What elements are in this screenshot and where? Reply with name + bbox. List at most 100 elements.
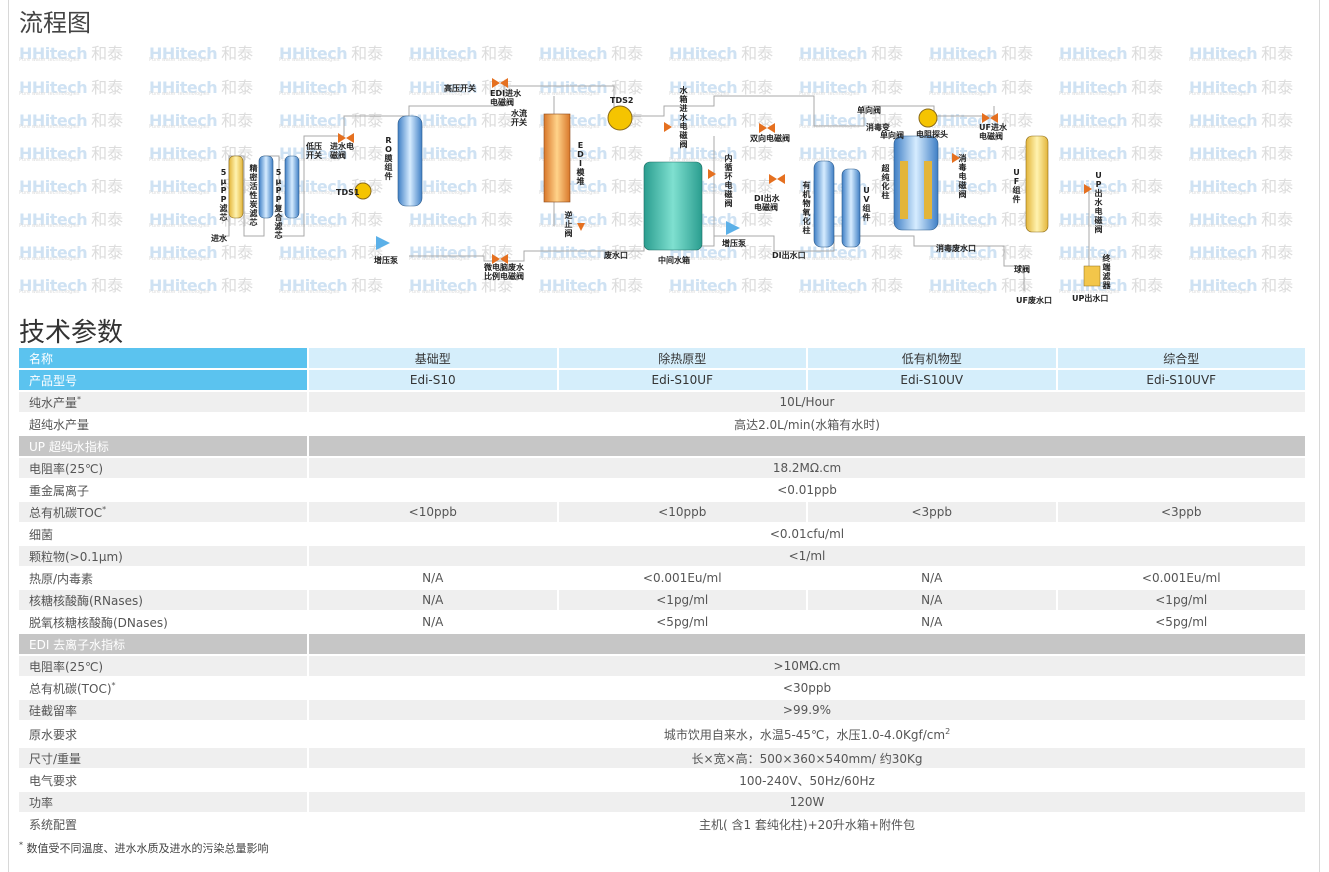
row-value: <3ppb	[808, 502, 1056, 522]
row-value: <0.001Eu/ml	[1057, 568, 1305, 588]
diagram-label-dianyakaiguan: 高压开关	[444, 84, 476, 93]
row-label: 细菌	[19, 524, 307, 544]
diagram-label-di_chushui1: DI出水	[754, 194, 780, 203]
row-value: 高达2.0L/min(水箱有水时)	[309, 414, 1305, 434]
diagram-vlabel-uf: UF组件	[1012, 168, 1021, 204]
carbon-filter-cartridge	[258, 155, 274, 219]
row-value: <3ppb	[1057, 502, 1305, 522]
ro-membrane-vessel	[397, 115, 423, 207]
row-label-text: 核糖核酸酶(RNases)	[29, 593, 143, 608]
diagram-label-zhongjian: 中间水箱	[658, 256, 690, 265]
tds1-meter	[354, 182, 372, 200]
row-value: <10ppb	[558, 502, 806, 522]
model-cell: Edi-S10UV	[808, 370, 1056, 390]
row-value: <0.01cfu/ml	[309, 524, 1305, 544]
row-value: <1pg/ml	[558, 590, 806, 610]
type-cell: 基础型	[309, 348, 557, 368]
row-value: N/A	[309, 568, 557, 588]
row-label: 总有机碳(TOC)*	[19, 678, 307, 698]
diagram-label-qiufa: 球阀	[1014, 265, 1030, 274]
booster-pump-1-symbol	[376, 236, 390, 250]
diagram-label-feishuikou1: 废水口	[604, 251, 628, 260]
diagram-label-uf_feishui: UF废水口	[1016, 296, 1052, 304]
row-label: 功率	[19, 792, 307, 812]
row-value-sup: 2	[945, 726, 951, 736]
row-label-text: 超纯水产量	[29, 417, 90, 432]
model-cell: Edi-S10UF	[558, 370, 806, 390]
diagram-label-jinshui: 进水	[211, 234, 227, 243]
row-value: N/A	[309, 612, 557, 632]
row-label-text: 电阻率(25℃)	[29, 461, 104, 476]
row-value: <0.001Eu/ml	[558, 568, 806, 588]
row-value: N/A	[309, 590, 557, 610]
row-label: 超纯水产量	[19, 414, 307, 434]
diagram-label-shuiliu2: 开关	[511, 118, 527, 127]
diagram-label-edi_jinshui2: 电磁阀	[490, 98, 514, 107]
row-value: <1pg/ml	[1057, 590, 1305, 610]
row-label-star: *	[102, 504, 107, 514]
diagram-label-diya1: 低压	[306, 142, 322, 151]
diagram-label-tds2: TDS2	[610, 96, 634, 105]
diagram-vlabel-shuixiang: 水箱进水电磁阀	[679, 86, 688, 149]
diagram-label-tds1: TDS1	[336, 188, 360, 197]
diagram-vlabel-nizhi: 逆止阀	[564, 211, 573, 238]
row-label-text: 总有机碳(TOC)	[29, 681, 112, 696]
row-label-text: 细菌	[29, 527, 54, 542]
solenoid-valves	[338, 78, 1092, 264]
row-label: 核糖核酸酶(RNases)	[19, 590, 307, 610]
page-frame	[8, 0, 1320, 872]
row-label-text: 系统配置	[29, 817, 78, 832]
row-value: <5pg/ml	[558, 612, 806, 632]
diagram-label-zengyabeng1: 增压泵	[374, 256, 398, 265]
row-label: 脱氧核糖核酸酶(DNases)	[19, 612, 307, 632]
group-up-label: UP 超纯水指标	[19, 436, 307, 456]
row-value-text: <1/ml	[788, 549, 826, 563]
diagram-label-weidianji2: 比例电磁阀	[484, 272, 524, 281]
row-value-text: 18.2MΩ.cm	[772, 461, 842, 475]
row-label-text: 脱氧核糖核酸酶(DNases)	[29, 615, 168, 630]
row-label-star: *	[111, 680, 116, 690]
row-label: 原水要求	[19, 722, 307, 746]
table-row: 纯水产量*10L/Hour	[19, 392, 1305, 412]
model-cell: Edi-S10UVF	[1057, 370, 1305, 390]
diagram-label-edi_jinshui: EDI进水	[490, 89, 522, 98]
row-label: 重金属离子	[19, 480, 307, 500]
intermediate-water-tank	[643, 161, 703, 251]
polishing-cartridge-left	[900, 161, 908, 219]
diagram-label-diya2: 开关	[306, 151, 322, 160]
row-value: 100-240V、50Hz/60Hz	[309, 770, 1305, 790]
row-value-text: >99.9%	[782, 703, 832, 717]
row-value: >99.9%	[309, 700, 1305, 720]
edi-module-stack	[543, 113, 571, 203]
diagram-vlabel-chaochun: 超纯化柱	[881, 164, 890, 200]
row-label-text: 重金属离子	[29, 483, 90, 498]
